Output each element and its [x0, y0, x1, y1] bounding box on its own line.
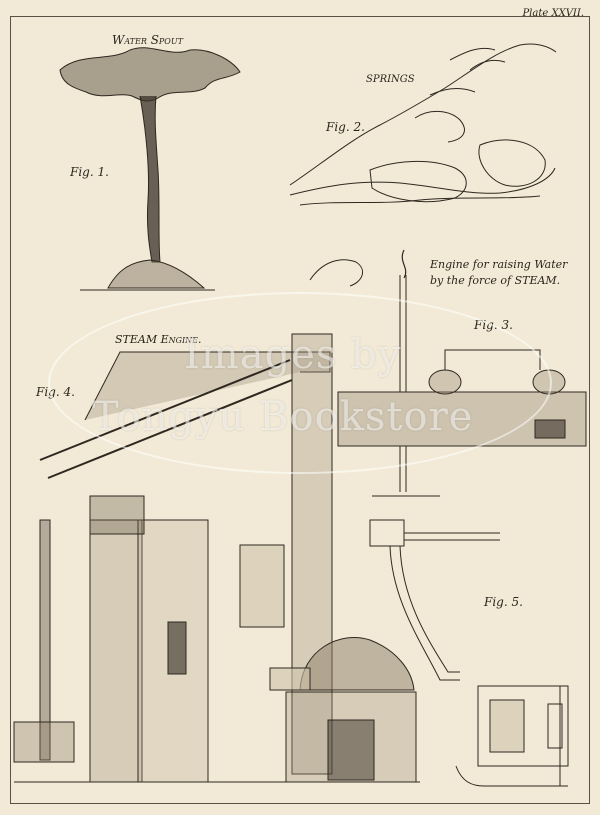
pipe-section-diagram — [369, 519, 569, 787]
fig5-label: Fig. 5. — [484, 595, 523, 609]
plate-border — [10, 16, 590, 804]
watermark-oval — [48, 292, 552, 474]
fig1-title: Water Spout — [112, 33, 183, 47]
watermark-line2: Tongyu Bookstore — [92, 394, 474, 440]
springs-map — [289, 43, 557, 206]
fig2-label: Fig. 2. — [326, 120, 365, 134]
fig2-title: SPRINGS — [366, 74, 415, 85]
fig3-caption-line2: by the force of STEAM. — [430, 274, 561, 287]
fig3-caption-line1: Engine for raising Water — [430, 258, 568, 271]
fig1-label: Fig. 1. — [70, 165, 109, 179]
plate-number: Plate XXVII. — [522, 8, 584, 19]
water-spout-illustration — [59, 47, 241, 291]
watermark-line1: Images by — [184, 332, 402, 378]
